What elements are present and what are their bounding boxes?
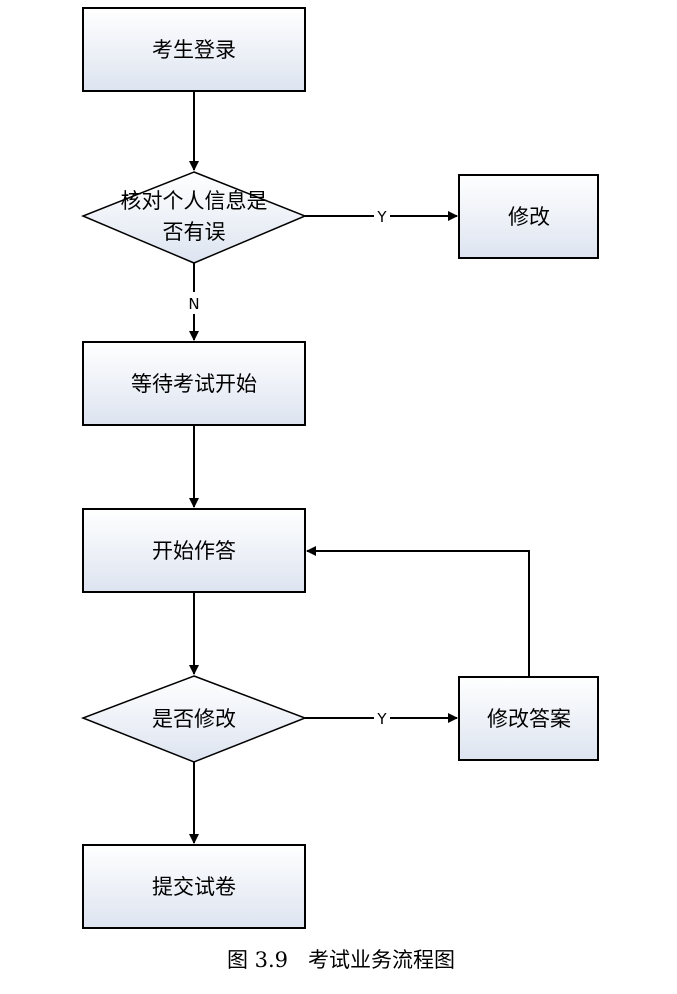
node-login-label: 考生登录 [152,38,236,62]
edge-label-no: N [188,295,199,313]
decision-whether-modify-label: 是否修改 [152,707,236,731]
figure-caption: 图 3.9 考试业务流程图 [227,948,455,972]
node-login: 考生登录 [82,7,306,92]
node-start-answer: 开始作答 [82,508,306,593]
edge-label-bg [374,206,390,226]
edge-label-yes-2: Y [376,710,387,728]
edge-modify-answer-loop-back [306,546,530,677]
decision-whether-modify: 是否修改 [80,675,308,763]
node-start-answer-label: 开始作答 [152,539,236,563]
node-wait-exam-label: 等待考试开始 [131,372,257,396]
decision-check-info-label-line1: 核对个人信息是 [121,189,268,213]
node-modify-label: 修改 [508,205,550,229]
decision-check-info-label-line2: 否有误 [163,220,226,244]
node-submit: 提交试卷 [82,844,306,929]
node-modify: 修改 [458,174,599,259]
node-modify-answer: 修改答案 [458,676,599,761]
edge-label-yes-1: Y [376,208,387,226]
edge-label-bg [374,708,390,728]
node-submit-label: 提交试卷 [152,875,236,899]
node-wait-exam: 等待考试开始 [82,341,306,426]
decision-check-info: 核对个人信息是 否有误 [81,171,307,264]
node-modify-answer-label: 修改答案 [487,707,571,731]
edge-label-bg [186,292,202,314]
